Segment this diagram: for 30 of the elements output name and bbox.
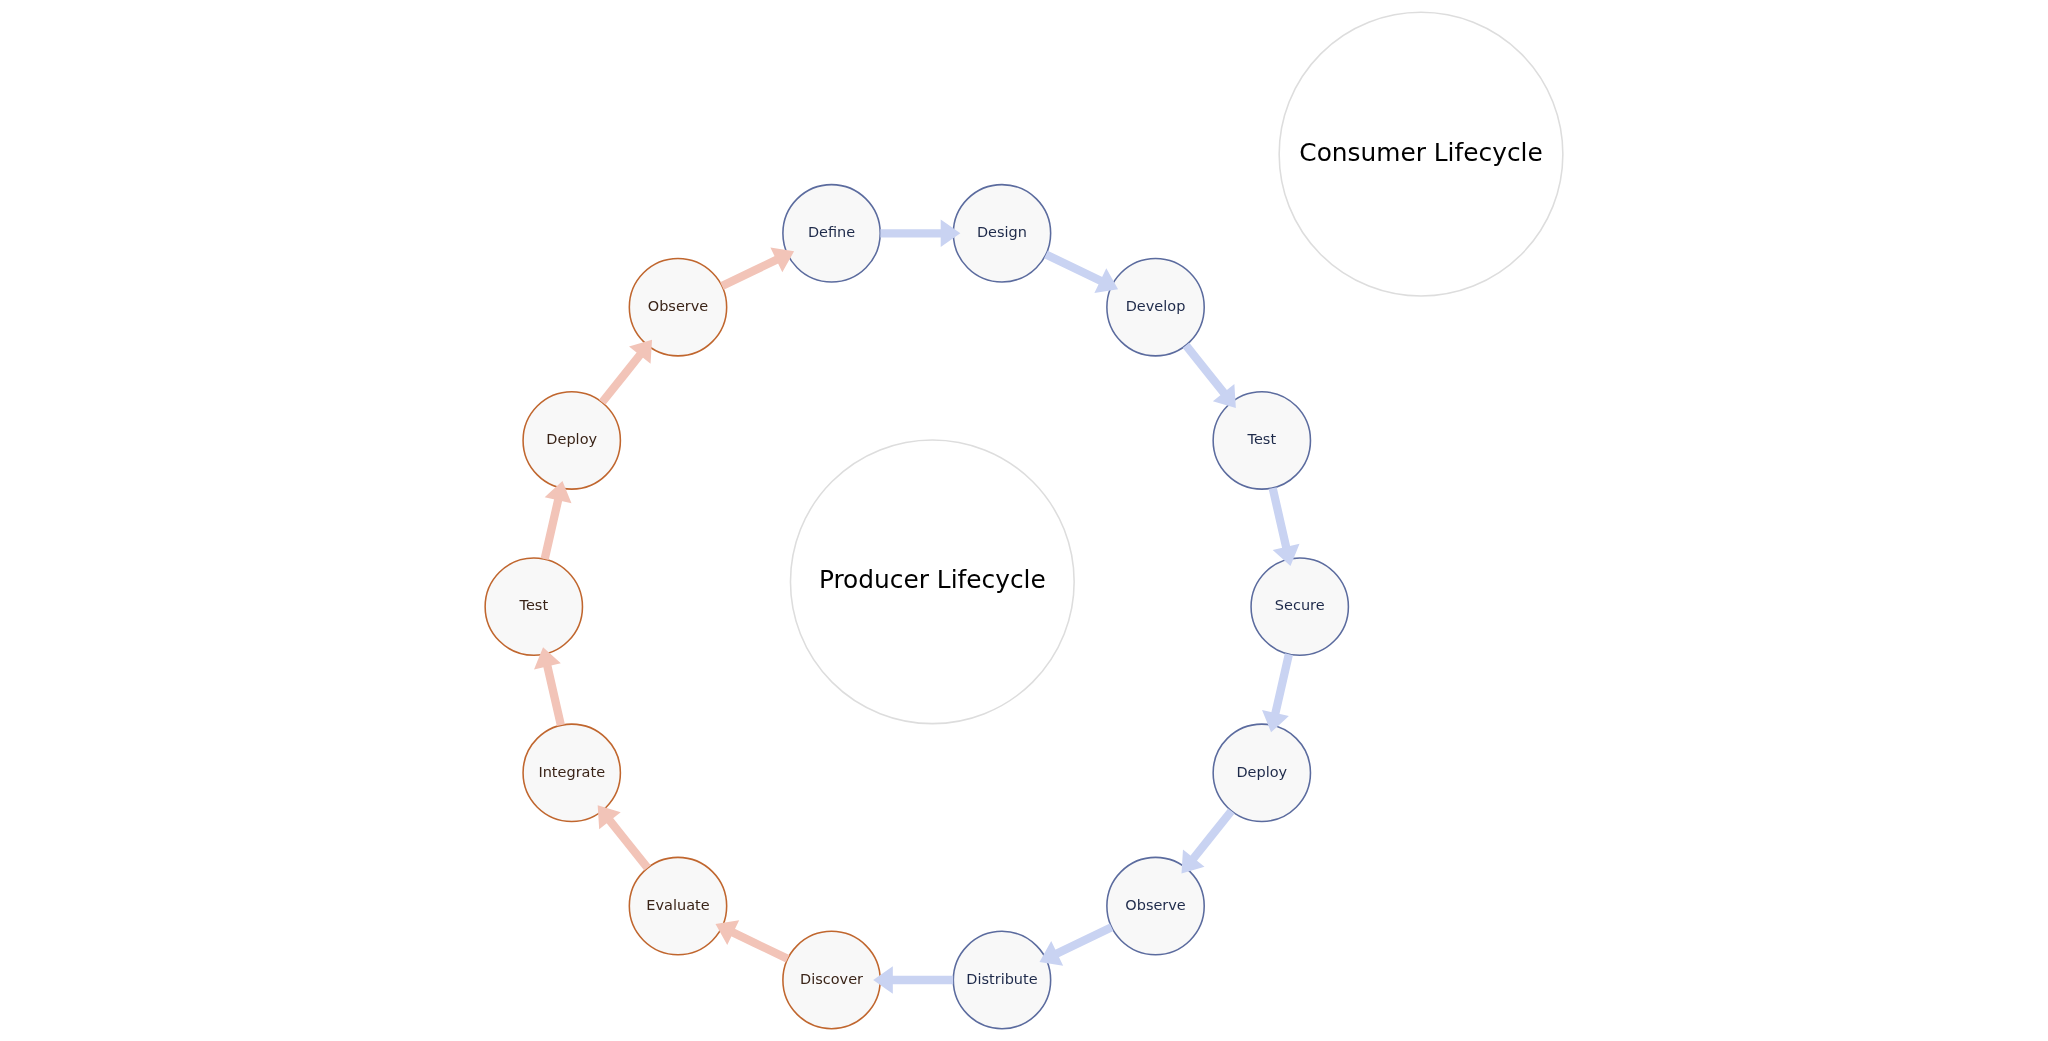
arrow xyxy=(540,481,572,560)
node-circle: Integrate xyxy=(522,723,622,823)
arrow xyxy=(1262,653,1293,733)
node-circle: Producer Lifecycle xyxy=(789,439,1075,725)
arrow xyxy=(597,805,651,871)
node-circle: Deploy xyxy=(522,391,622,490)
node-circle: Define xyxy=(782,183,881,283)
arrow xyxy=(1268,487,1300,567)
arrow xyxy=(720,247,795,290)
node-circle: Discover xyxy=(782,930,881,1030)
node-circle: Test xyxy=(1212,391,1312,490)
arrow xyxy=(598,339,653,405)
arrow xyxy=(534,647,565,727)
node-circle: Evaluate xyxy=(628,856,728,956)
arrow xyxy=(715,920,790,963)
node-circle: Deploy xyxy=(1212,723,1312,823)
arrow xyxy=(873,966,954,994)
node-circle: Secure xyxy=(1250,557,1350,657)
arrow xyxy=(1039,923,1114,966)
node-circle: Test xyxy=(484,557,584,657)
arrow xyxy=(880,219,961,247)
arrow xyxy=(1182,342,1236,408)
arrow xyxy=(1181,808,1235,874)
node-circle: Develop xyxy=(1106,257,1205,357)
arrow xyxy=(1044,250,1119,294)
node-circle: Design xyxy=(952,183,1052,283)
node-circle: Consumer Lifecycle xyxy=(1278,11,1564,297)
node-circle: Observe xyxy=(1106,856,1205,956)
node-circle: Observe xyxy=(628,257,728,357)
node-circle: Distribute xyxy=(952,930,1052,1030)
